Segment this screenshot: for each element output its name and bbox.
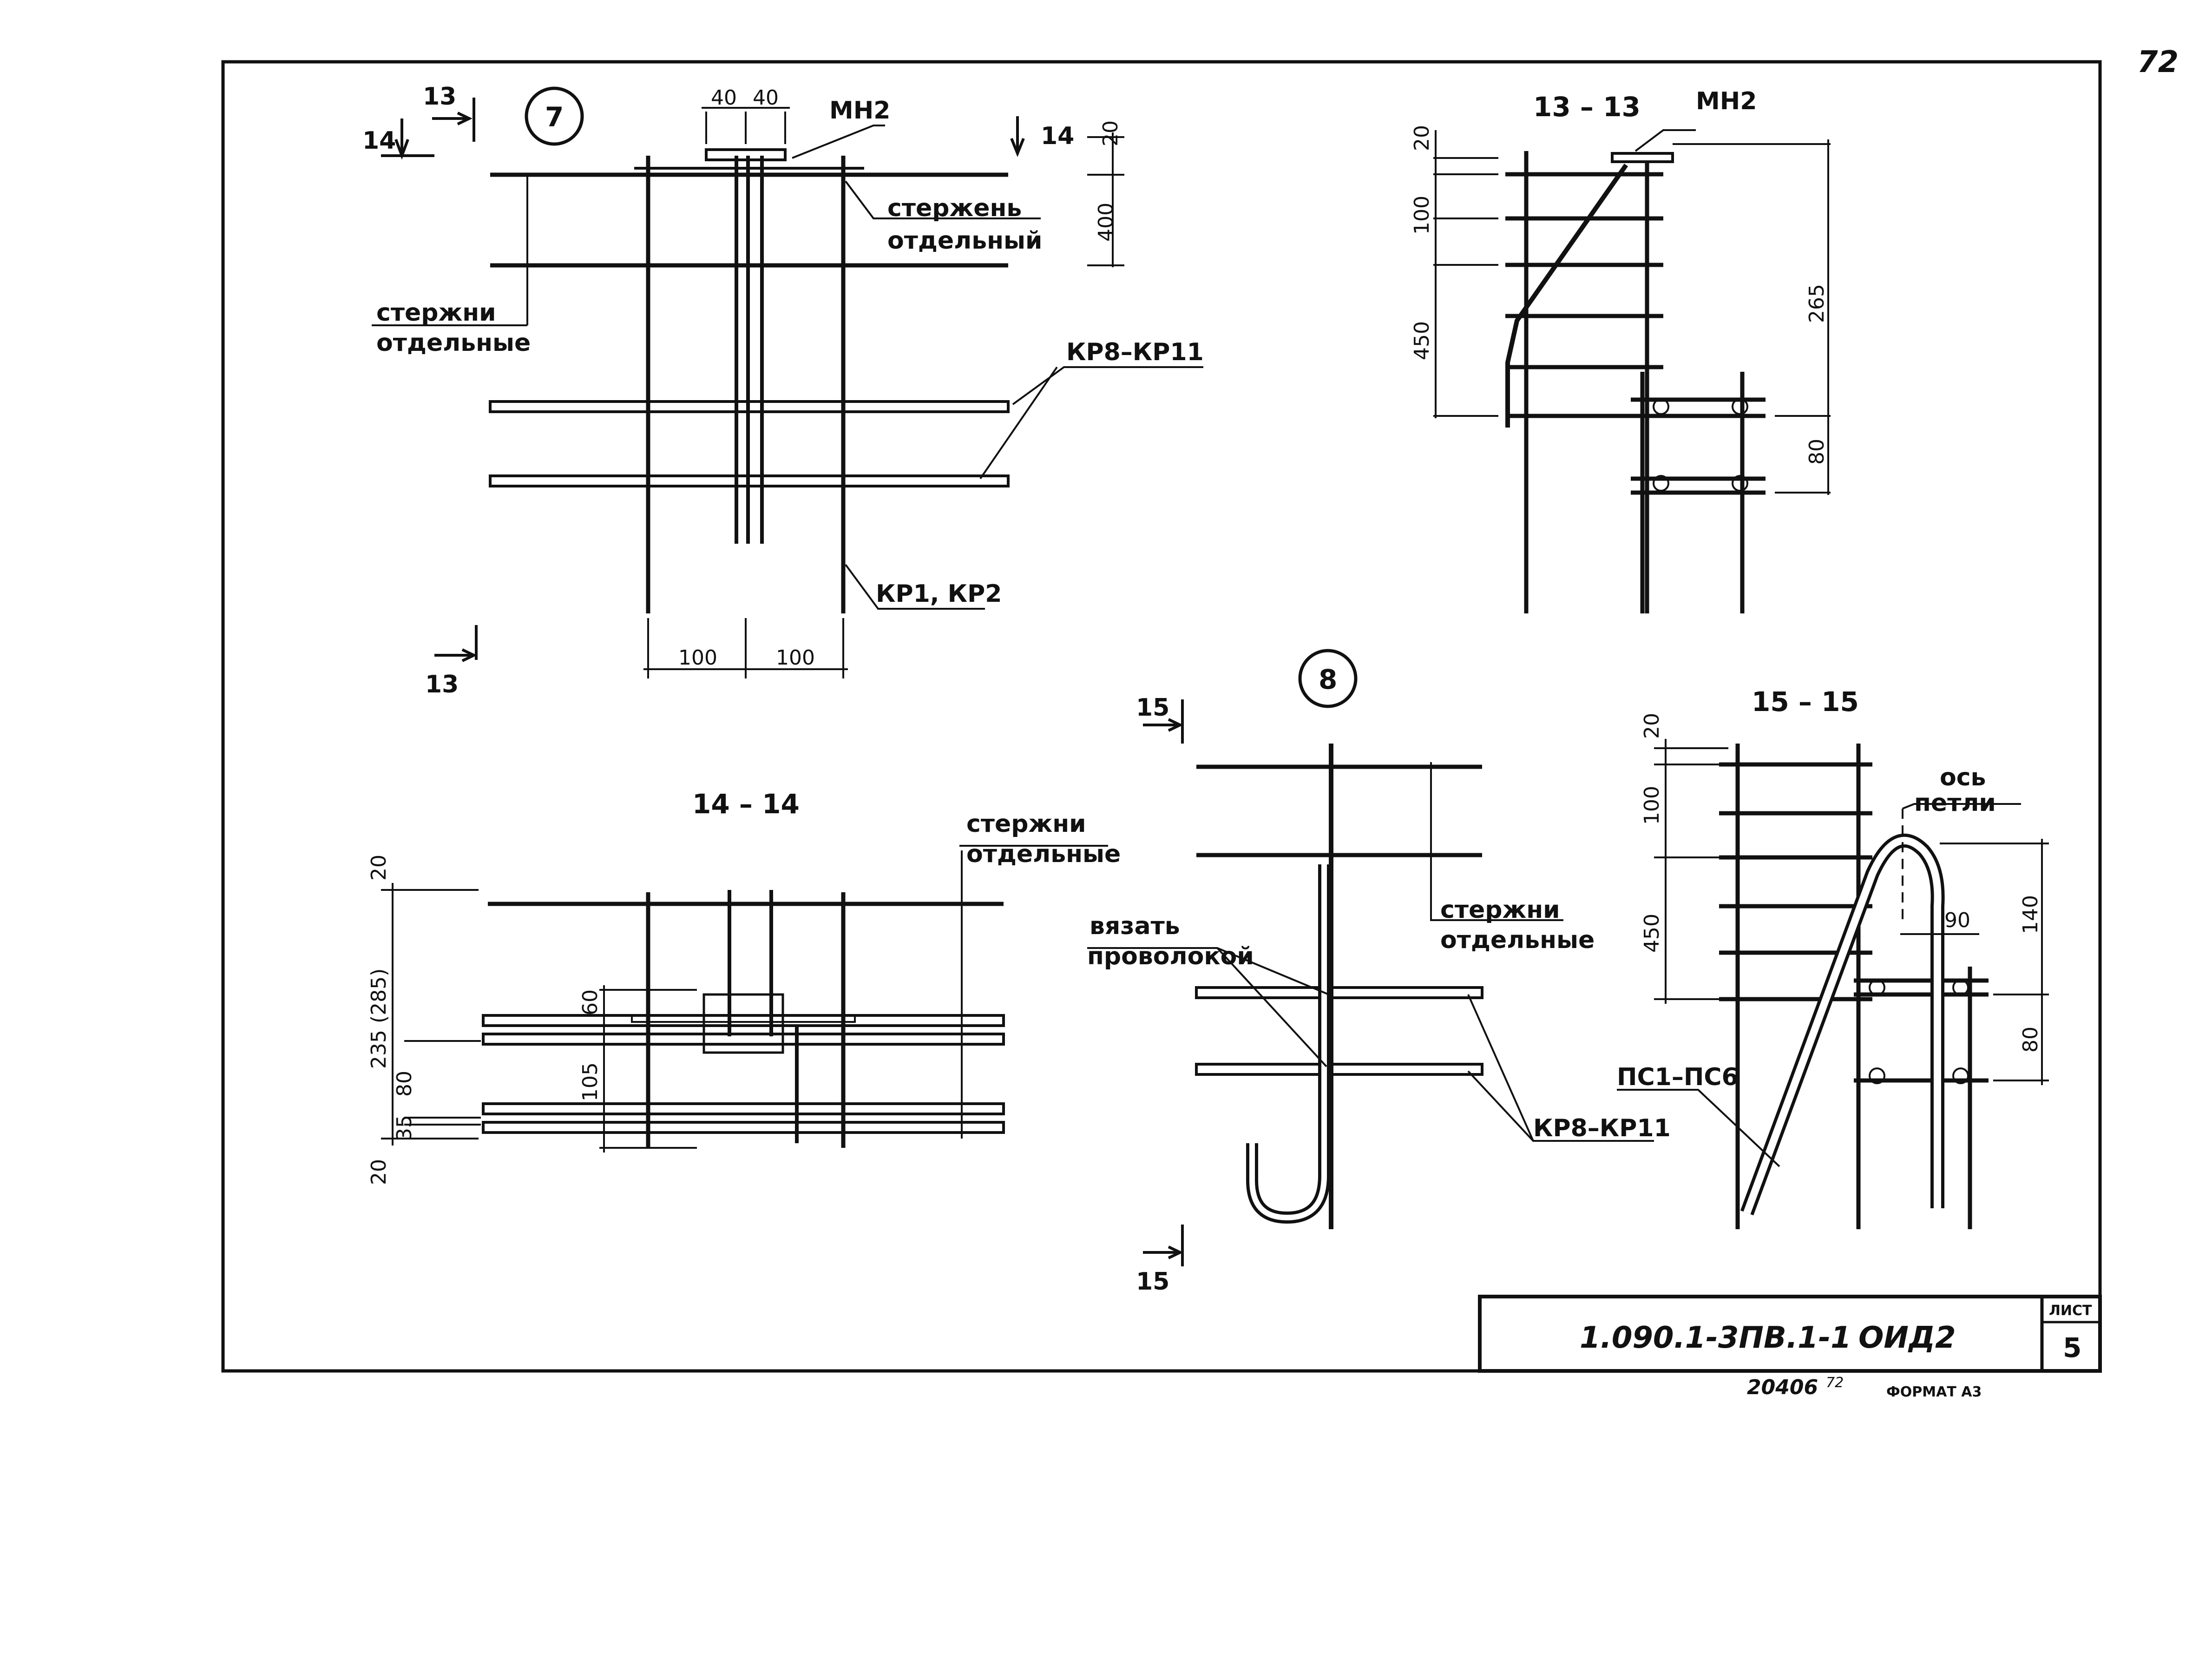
n8-label-kp8: КР8–КР11 bbox=[1533, 1114, 1671, 1142]
label-rod-single-1: стержень bbox=[887, 194, 1022, 222]
label-mn2: МН2 bbox=[829, 97, 890, 125]
label-kp8: КР8–КР11 bbox=[1066, 338, 1204, 366]
node-8 bbox=[1087, 649, 1654, 1266]
label-tie-1: вязать bbox=[1090, 912, 1180, 940]
s14-label-rods-1: стержни bbox=[966, 810, 1086, 838]
node-7-marker-circle bbox=[525, 86, 584, 146]
cut-15-top-label: 15 bbox=[1136, 694, 1169, 722]
s15-dim-20: 20 bbox=[1640, 713, 1664, 739]
section-13-title: 13 – 13 bbox=[1533, 91, 1641, 123]
cut-14-left-arrow bbox=[381, 119, 434, 160]
s15-label-pc: ПС1–ПС6 bbox=[1617, 1063, 1739, 1091]
s13-dim-20: 20 bbox=[1410, 125, 1434, 151]
s14-dim-60: 60 bbox=[578, 989, 602, 1015]
label-rods-2: отдельные bbox=[376, 329, 531, 357]
section-15-15 bbox=[1617, 739, 2049, 1229]
title-block-suffix: ОИД2 bbox=[1858, 1321, 1956, 1355]
inventory-sub: 72 bbox=[1826, 1375, 1844, 1391]
s14-dim-35: 35 bbox=[393, 1115, 416, 1141]
n8-label-rods-1: стержни bbox=[1440, 896, 1560, 924]
cut-15-bottom-label: 15 bbox=[1136, 1268, 1169, 1296]
section-14-title: 14 – 14 bbox=[692, 788, 800, 820]
s13-dim-100: 100 bbox=[1410, 196, 1434, 235]
cut-14-right-label: 14 bbox=[1041, 122, 1074, 150]
cut-14-right-arrow bbox=[1010, 116, 1025, 157]
dim-40a: 40 bbox=[711, 86, 737, 110]
dim-400: 400 bbox=[1094, 203, 1118, 242]
label-rod-single-2: отдельный bbox=[887, 227, 1042, 255]
s15-axis-2: петли bbox=[1914, 789, 1996, 817]
s15-dim-140: 140 bbox=[2019, 895, 2042, 934]
node-7 bbox=[372, 86, 1203, 678]
label-tie-2: проволокой bbox=[1087, 942, 1254, 970]
section-14-14 bbox=[381, 845, 1108, 1152]
cut-14-left-label: 14 bbox=[362, 127, 396, 155]
cut-13-top-label: 13 bbox=[423, 83, 456, 111]
dim-40b: 40 bbox=[753, 86, 779, 110]
label-kp1: КР1, КР2 bbox=[876, 580, 1002, 608]
cut-13-bottom-label: 13 bbox=[425, 671, 459, 698]
title-block-code: 1.090.1-3ПВ.1-1 bbox=[1580, 1321, 1851, 1355]
cut-13-bottom-arrow bbox=[434, 625, 478, 662]
title-block-sheet-no: 5 bbox=[2063, 1332, 2081, 1363]
page-number: 72 bbox=[2137, 45, 2179, 79]
format-label: ФОРМАТ А3 bbox=[1886, 1384, 1982, 1400]
n8-label-rods-2: отдельные bbox=[1440, 926, 1595, 954]
s14-label-rods-2: отдельные bbox=[966, 840, 1121, 868]
s14-dim-80: 80 bbox=[393, 1071, 416, 1097]
node-8-marker-circle bbox=[1298, 649, 1358, 708]
s13-dim-265: 265 bbox=[1805, 284, 1829, 323]
title-block-sheet-label: ЛИСТ bbox=[2049, 1303, 2092, 1319]
dim-100a: 100 bbox=[678, 646, 717, 670]
dim-100b: 100 bbox=[776, 646, 815, 670]
s13-dim-450: 450 bbox=[1410, 321, 1434, 360]
node-7-marker: 7 bbox=[545, 101, 564, 133]
s15-dim-450: 450 bbox=[1640, 914, 1664, 953]
s15-dim-90: 90 bbox=[1944, 909, 1970, 932]
section-13-mn2: МН2 bbox=[1696, 87, 1757, 115]
cut-13-top-arrow bbox=[432, 98, 475, 142]
mn2-plate bbox=[705, 148, 787, 161]
node-8-marker: 8 bbox=[1319, 664, 1337, 695]
s13-dim-80: 80 bbox=[1805, 439, 1829, 465]
s15-dim-80: 80 bbox=[2019, 1027, 2042, 1053]
dim-20: 20 bbox=[1099, 120, 1122, 146]
section-13-13 bbox=[1433, 129, 1831, 613]
s14-dim-20b: 20 bbox=[367, 1159, 391, 1185]
s14-dim-105: 105 bbox=[578, 1062, 602, 1101]
drawing-frame bbox=[221, 60, 2102, 1373]
s15-dim-100: 100 bbox=[1640, 786, 1664, 825]
label-rods-1: стержни bbox=[376, 299, 496, 327]
s15-axis-1: ось bbox=[1940, 764, 1986, 791]
s14-dim-20a: 20 bbox=[367, 855, 391, 881]
inventory-number: 20406 bbox=[1747, 1376, 1818, 1399]
title-block bbox=[1478, 1295, 2102, 1373]
section-15-title: 15 – 15 bbox=[1752, 686, 1859, 718]
s14-dim-235: 235 (285) bbox=[367, 968, 391, 1069]
